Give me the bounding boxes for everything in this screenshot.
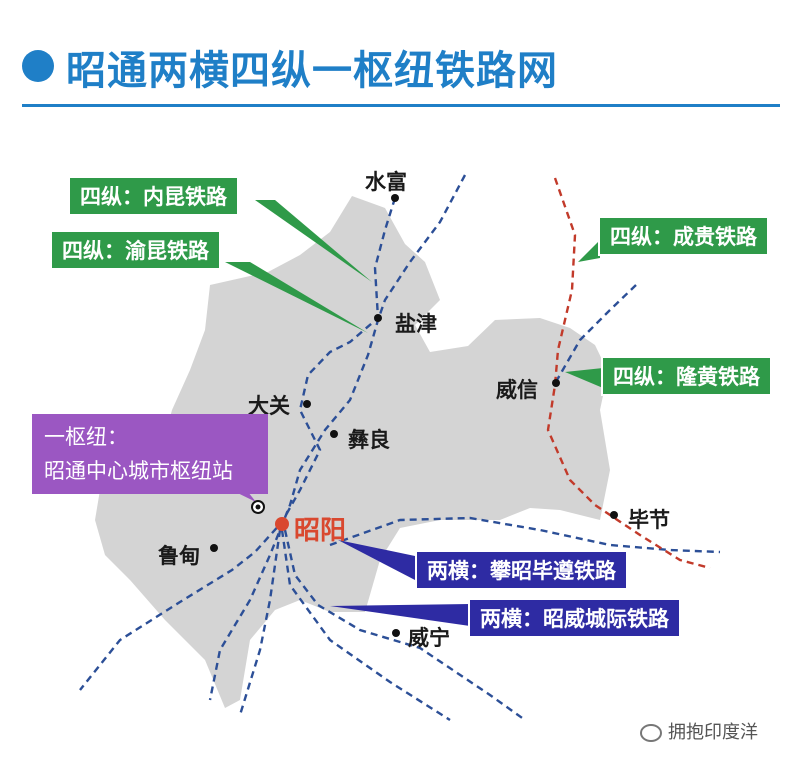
label-panzhaobizun-railway: 两横：攀昭毕遵铁路: [415, 550, 628, 590]
zhaowei-line-2: [280, 529, 451, 722]
watermark-text: 拥抱印度洋: [668, 722, 758, 743]
label-hub-station: 一枢纽： 昭通中心城市枢纽站: [32, 414, 268, 494]
city-label-bijie: 毕节: [628, 508, 670, 532]
title-divider: [22, 104, 780, 107]
yukun-pointer: [225, 262, 368, 333]
longhuang-line: [555, 284, 637, 381]
city-label-ludian: 鲁甸: [158, 544, 200, 568]
weining-branch: [238, 529, 282, 716]
zhaowei-pointer: [330, 604, 470, 626]
city-label-yanjin: 盐津: [395, 312, 437, 336]
city-label-shuifu: 水富: [365, 170, 407, 194]
weining-dot: [392, 629, 400, 637]
label-neikun-railway: 四纵：内昆铁路: [68, 176, 239, 216]
label-chenggui-railway: 四纵：成贵铁路: [598, 216, 769, 256]
chenggui-pointer: [578, 240, 600, 262]
longhuang-pointer: [565, 368, 603, 388]
daguan-dot: [303, 400, 311, 408]
yanjin-dot: [374, 314, 382, 322]
hub-label-line1: 一枢纽：: [44, 425, 128, 449]
title-bullet-icon: [22, 50, 54, 82]
zhaowei-line: [283, 529, 526, 721]
city-label-weixin: 威信: [496, 378, 538, 402]
label-yukun-railway: 四纵：渝昆铁路: [50, 230, 221, 270]
yukun-line: [208, 174, 467, 701]
label-longhuang-railway: 四纵：隆黄铁路: [601, 356, 772, 396]
label-zhaowei-railway: 两横：昭威城际铁路: [468, 598, 681, 638]
zhaotong-region: [95, 196, 610, 708]
page-title: 昭通两横四纵一枢纽铁路网: [66, 48, 558, 94]
bijie-dot: [610, 511, 618, 519]
yiliang-dot: [330, 430, 338, 438]
chenggui-line: [546, 177, 711, 570]
ludian-dot: [210, 544, 218, 552]
city-label-zhaoyang: 昭阳: [294, 516, 347, 546]
hub-label-line2: 昭通中心城市枢纽站: [44, 459, 233, 483]
panzhao-pointer: [338, 540, 415, 580]
shuifu-dot: [391, 194, 399, 202]
panzhaobizun-line: [329, 516, 721, 554]
weixin-dot: [552, 379, 560, 387]
wechat-icon: [640, 724, 662, 742]
city-label-weining: 威宁: [408, 626, 450, 650]
neikun-pointer: [255, 200, 372, 282]
neikun-line: [79, 197, 397, 691]
city-label-yiliang: 彝良: [348, 428, 390, 452]
watermark: 拥抱印度洋: [640, 718, 758, 744]
zhaoyang-dot: [275, 517, 289, 531]
